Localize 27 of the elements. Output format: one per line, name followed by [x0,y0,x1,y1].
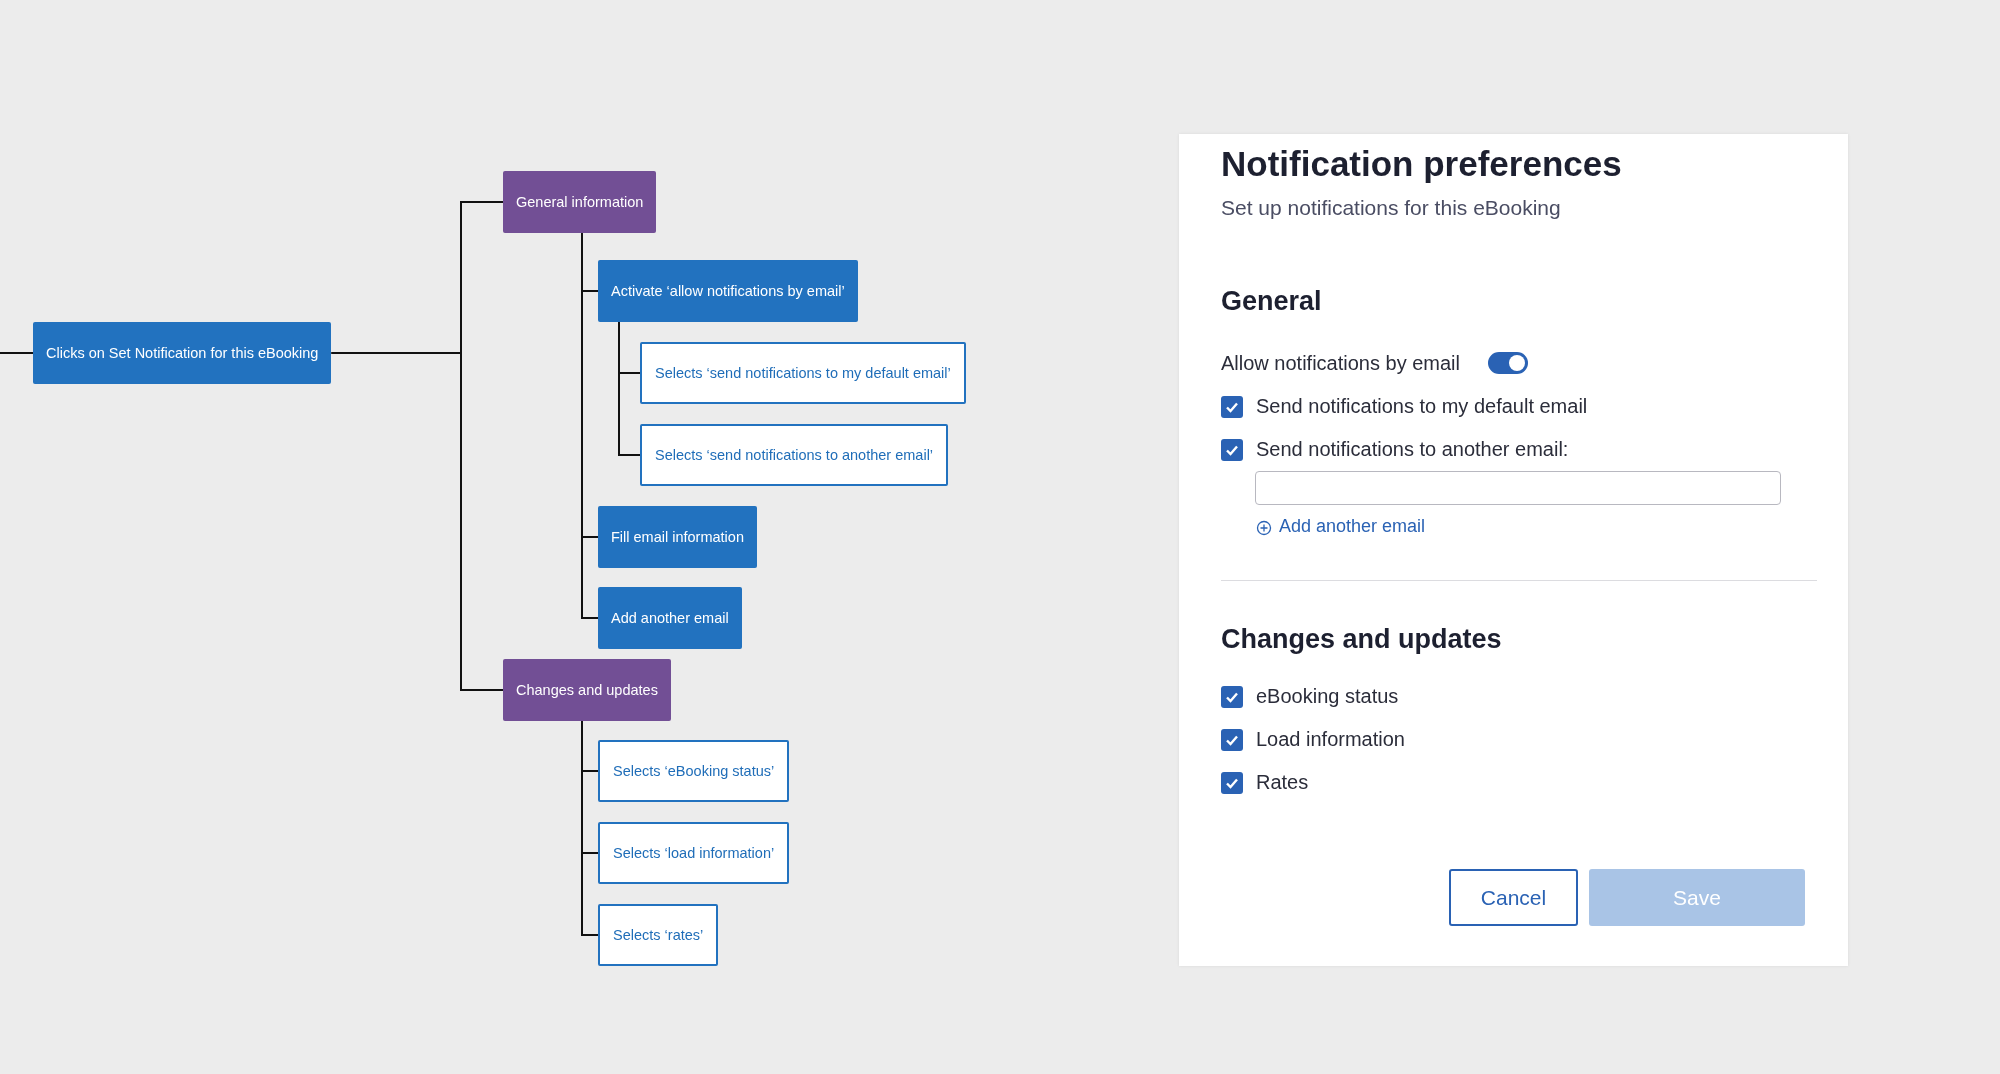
selection-box: Selects ‘load information’ [598,822,790,884]
connector-line [581,720,599,936]
dialog-subtitle: Set up notifications for this eBooking [1221,196,1561,220]
section-heading: General [1221,286,1322,317]
save-button: Save [1589,869,1805,926]
checkbox-label: Send notifications to another email: [1256,438,1569,461]
checkbox-label: Send notifications to my default email [1256,395,1588,418]
action-box: Fill email information [598,506,757,568]
section-box: General information [503,171,657,233]
start-box: Clicks on Set Notification for this eBooking [33,322,332,384]
action-box: Activate ‘allow notifications by email’ [598,260,858,322]
selection-box: Selects ‘send notifications to my default email’ [640,342,966,404]
checkbox-label: eBooking status [1256,685,1399,708]
add-email-link: Add another email [1279,516,1426,537]
selection-box: Selects ‘eBooking status’ [598,740,790,802]
connector-line [0,352,34,354]
checkbox-label: Rates [1256,771,1309,794]
selection-box: Selects ‘rates’ [598,904,719,966]
toggle-label: Allow notifications by email [1221,352,1460,375]
action-box: Add another email [598,587,742,649]
connector-line [618,321,641,456]
section-box: Changes and updates [503,659,671,721]
checkbox-label: Load information [1256,728,1405,751]
cancel-button: Cancel [1449,869,1578,926]
dialog-title: Notification preferences [1221,144,1622,184]
section-heading: Changes and updates [1221,624,1502,655]
selection-box: Selects ‘send notifications to another email’ [640,424,949,486]
